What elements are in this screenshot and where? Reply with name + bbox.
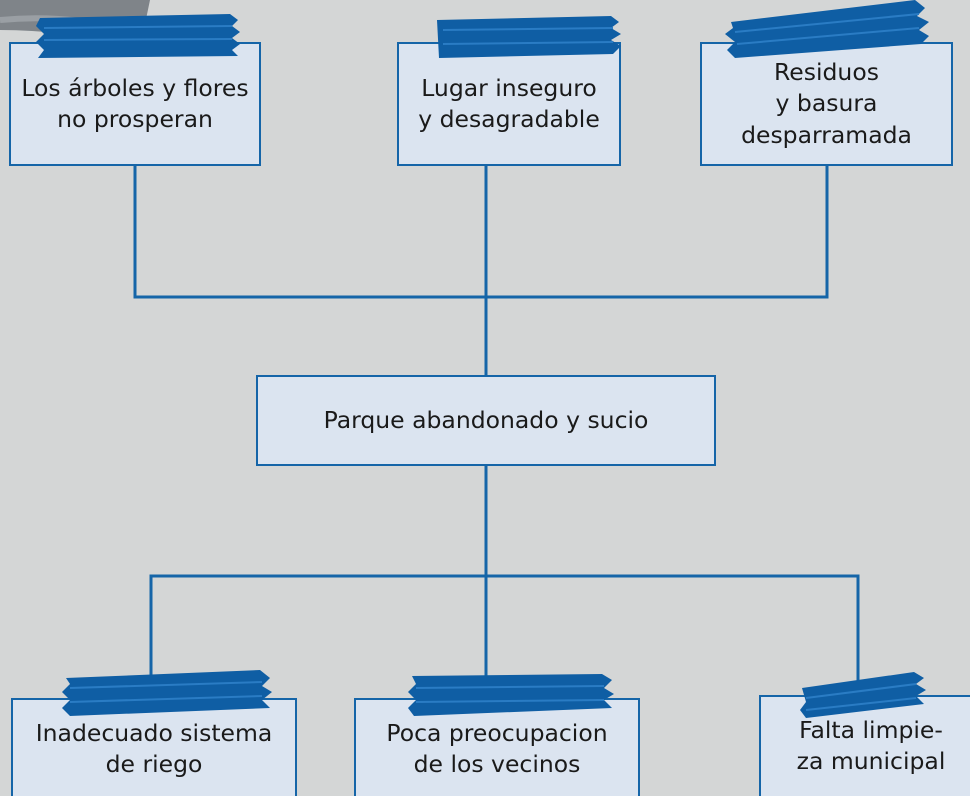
effect-box-3: Residuos y basura desparramada — [700, 42, 953, 166]
problem-box: Parque abandonado y sucio — [256, 375, 716, 466]
cause-box-3: Falta limpie- za municipal — [759, 695, 970, 796]
tape-decoration-effect-3 — [725, 0, 935, 58]
tape-decoration-effect-2 — [435, 14, 625, 58]
effect-box-1: Los árboles y flores no prosperan — [9, 42, 261, 166]
effect-box-2: Lugar inseguro y desagradable — [397, 42, 621, 166]
problem-label: Parque abandonado y sucio — [323, 405, 649, 434]
cause-box-2: Poca preocupacion de los vecinos — [354, 698, 640, 796]
tape-decoration-effect-1 — [34, 14, 244, 58]
cause-label-1: Inadecuado sistema de riego — [35, 719, 273, 779]
tape-decoration-cause-3 — [798, 670, 930, 718]
effect-label-1: Los árboles y flores no prosperan — [21, 73, 249, 133]
cause-label-3: Falta limpie- za municipal — [796, 716, 946, 776]
tape-decoration-cause-1 — [60, 668, 275, 716]
cause-label-2: Poca preocupacion de los vecinos — [386, 719, 608, 779]
tape-decoration-cause-2 — [406, 670, 618, 716]
effect-label-3: Residuos y basura desparramada — [741, 58, 912, 149]
effect-label-2: Lugar inseguro y desagradable — [418, 73, 600, 133]
